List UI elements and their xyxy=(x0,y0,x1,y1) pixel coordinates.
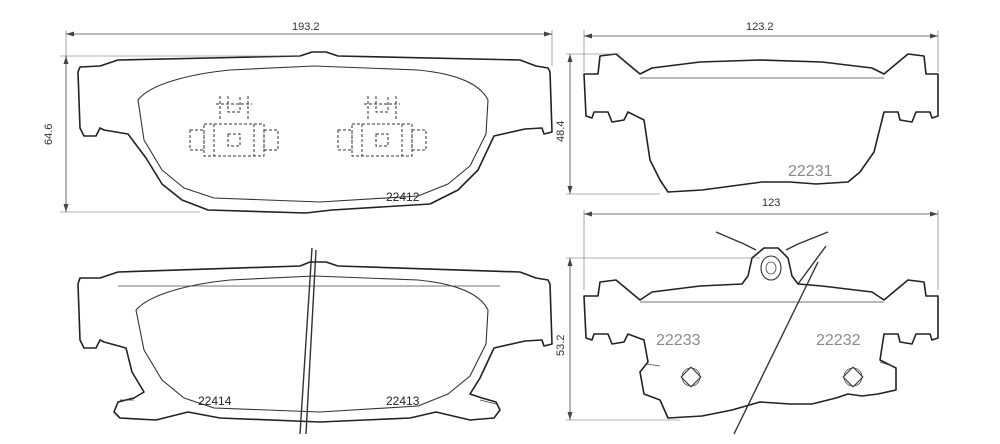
front-pad-top: 22412 xyxy=(77,51,553,214)
part-number-rear-bottom-right: 22232 xyxy=(816,332,861,349)
part-number-rear-bottom-left: 22233 xyxy=(656,332,701,349)
rear-pad-wear-indicator-wire xyxy=(715,231,829,251)
part-number-rear-top: 22231 xyxy=(788,163,833,180)
front-pad-clip-left xyxy=(189,96,279,157)
dim-front-width-label: 193.2 xyxy=(292,21,320,33)
dim-rear-top-height: 48.4 xyxy=(555,53,660,195)
part-number-front-top: 22412 xyxy=(386,190,420,204)
dim-rear-bottom-width: 123 xyxy=(583,197,939,290)
dim-rear-top-width: 123.2 xyxy=(583,21,939,72)
dim-front-height: 64.6 xyxy=(43,55,300,213)
rear-pad-top: 22231 xyxy=(583,53,939,193)
front-pad-clip-right xyxy=(337,96,427,157)
front-pad-sensor-wire xyxy=(299,247,313,435)
dim-rear-bottom-height-label: 53.2 xyxy=(555,335,567,356)
dim-front-height-label: 64.6 xyxy=(43,124,55,145)
dim-rear-bottom-width-label: 123 xyxy=(762,197,780,209)
front-pad-bottom: 22414 22413 xyxy=(77,247,553,435)
dim-front-width: 193.2 xyxy=(65,21,553,66)
part-number-front-bottom-left: 22414 xyxy=(198,394,232,408)
dim-rear-top-width-label: 123.2 xyxy=(746,21,774,33)
part-number-front-bottom-right: 22413 xyxy=(386,394,420,408)
dim-rear-top-height-label: 48.4 xyxy=(555,121,567,142)
rear-pad-bottom: 22233 22232 xyxy=(583,231,939,435)
dim-rear-bottom-height: 53.2 xyxy=(555,257,760,421)
